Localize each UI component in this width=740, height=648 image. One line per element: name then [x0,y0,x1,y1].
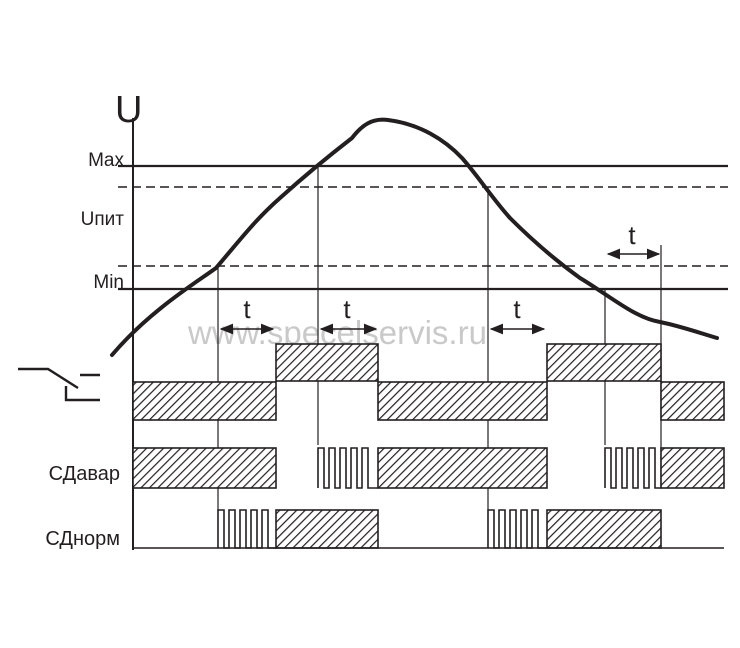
fault-led-blink-1 [317,447,378,489]
label-fault-led: СДавар [49,463,120,485]
delay-label-3: t [513,294,521,324]
normal-led-row [275,509,662,549]
output-pulse-row [275,343,662,382]
relay-contact-symbol [18,367,100,402]
label-min: Min [93,272,124,293]
label-max: Max [88,150,124,171]
delay-label-2: t [343,294,351,324]
label-supply: Uпит [81,209,125,230]
fault-led-blink-2 [604,447,661,489]
contact-state-row [132,381,725,421]
normal-led-blink-1 [217,509,276,549]
normal-led-blink-2 [487,509,547,549]
delay-label-4: t [628,220,636,250]
fault-led-row [132,447,725,489]
axis-label-u: U [115,89,142,131]
delay-label-1: t [243,294,251,324]
voltage-curve [110,117,719,357]
label-normal-led: СДнорм [45,528,120,550]
delay-arrows [219,248,661,335]
